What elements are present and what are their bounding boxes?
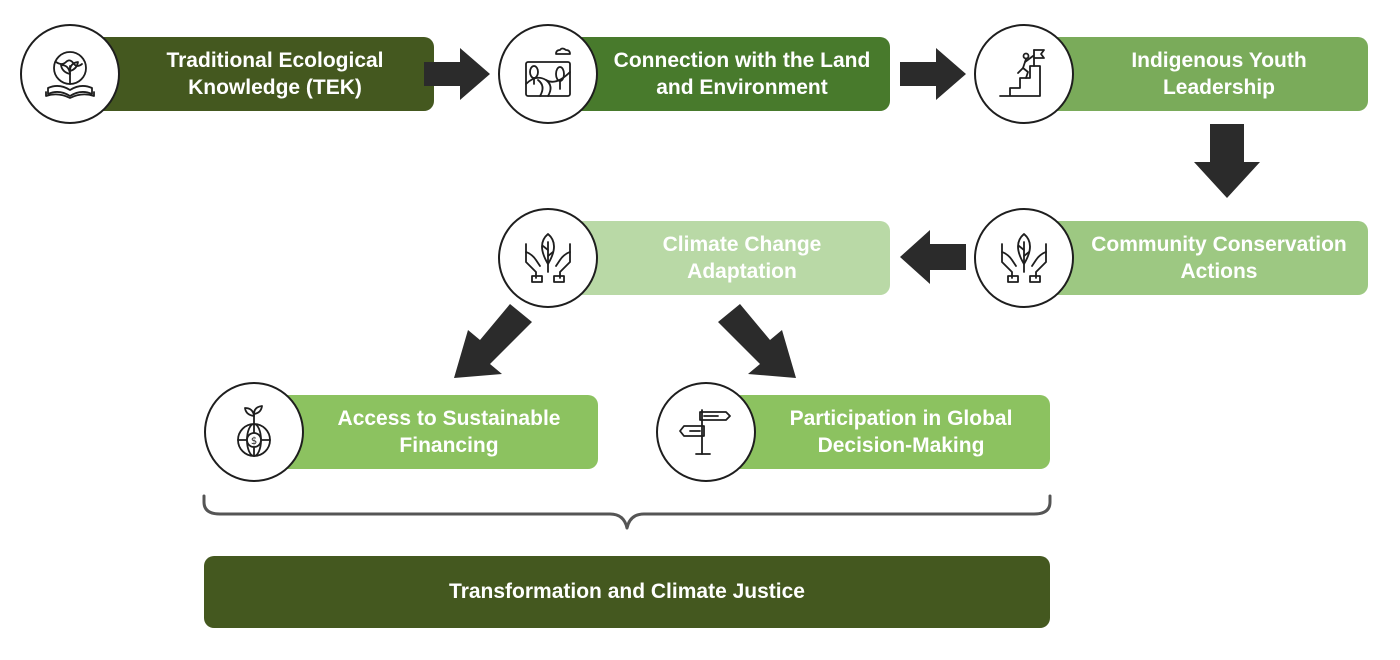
arrow-adaptation-to-financing xyxy=(454,304,532,378)
arrow-adaptation-to-decision xyxy=(718,304,796,378)
node-land-label: Connection with the Land and Environment xyxy=(613,49,871,99)
node-community: Community Conservation Actions xyxy=(974,208,1370,308)
brace-connector xyxy=(202,494,1052,530)
node-youth-label: Indigenous Youth Leadership xyxy=(1131,49,1307,99)
node-community-box: Community Conservation Actions xyxy=(1044,221,1368,295)
node-decision: Participation in Global Decision-Making xyxy=(656,382,1052,482)
result-box: Transformation and Climate Justice xyxy=(204,556,1050,628)
node-tek-box: Traditional Ecological Knowledge (TEK) xyxy=(90,37,434,111)
result-label: Transformation and Climate Justice xyxy=(449,580,805,603)
node-youth-box: Indigenous Youth Leadership xyxy=(1044,37,1368,111)
node-financing-box: Access to Sustainable Financing xyxy=(274,395,598,469)
node-tek: Traditional Ecological Knowledge (TEK) xyxy=(20,24,434,124)
money-globe-plant-icon: $ xyxy=(204,382,304,482)
node-adaptation-box: Climate Change Adaptation xyxy=(568,221,890,295)
node-land-box: Connection with the Land and Environment xyxy=(568,37,890,111)
node-financing-label: Access to Sustainable Financing xyxy=(337,407,561,457)
node-community-label: Community Conservation Actions xyxy=(1091,233,1347,283)
globe-book-plant-icon xyxy=(20,24,120,124)
hands-leaf-icon xyxy=(498,208,598,308)
node-adaptation: Climate Change Adaptation xyxy=(498,208,894,308)
arrow-community-to-adaptation xyxy=(900,230,966,284)
node-tek-label: Traditional Ecological Knowledge (TEK) xyxy=(166,49,384,99)
node-land: Connection with the Land and Environment xyxy=(498,24,894,124)
signpost-icon xyxy=(656,382,756,482)
node-financing: Access to Sustainable Financing $ xyxy=(204,382,600,482)
hands-leaf-icon xyxy=(974,208,1074,308)
landscape-icon xyxy=(498,24,598,124)
arrow-youth-to-community xyxy=(1194,124,1260,198)
node-youth: Indigenous Youth Leadership xyxy=(974,24,1370,124)
climber-flag-icon xyxy=(974,24,1074,124)
node-decision-label: Participation in Global Decision-Making xyxy=(789,407,1013,457)
node-adaptation-label: Climate Change Adaptation xyxy=(662,233,822,283)
svg-text:$: $ xyxy=(251,436,257,447)
arrow-tek-to-land xyxy=(424,48,490,100)
node-decision-box: Participation in Global Decision-Making xyxy=(726,395,1050,469)
arrow-land-to-youth xyxy=(900,48,966,100)
